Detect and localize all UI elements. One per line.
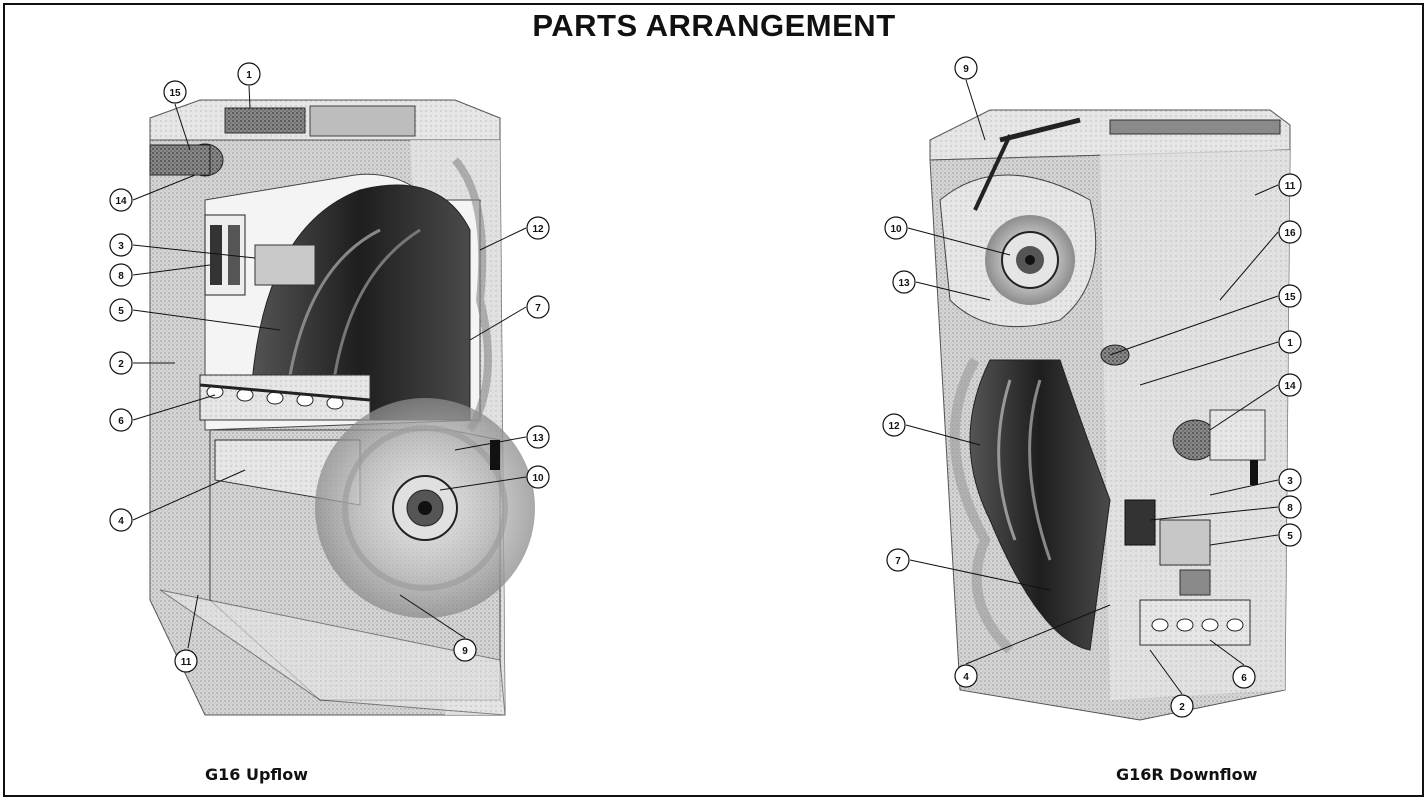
callout-label: 7: [535, 303, 541, 314]
callout-label: 12: [532, 224, 544, 235]
callout-label: 10: [532, 473, 544, 484]
callout-label: 6: [118, 416, 124, 427]
callout-label: 11: [1285, 181, 1296, 192]
callout-circle: [109, 298, 133, 322]
callout-label: 12: [888, 421, 900, 432]
callout-label: 14: [1284, 381, 1296, 392]
callout-label: 9: [462, 646, 468, 657]
callout-label: 7: [895, 556, 901, 567]
page-title: PARTS ARRANGEMENT: [532, 8, 896, 43]
callout-label: 3: [118, 241, 124, 252]
callout-label: 2: [118, 359, 124, 370]
caption-downflow: G16R Downflow: [1116, 765, 1258, 784]
callout-circle: [954, 664, 978, 688]
callout-label: 16: [1284, 228, 1296, 239]
callout-circle: [109, 188, 133, 212]
callout-label: 2: [1179, 702, 1185, 713]
callout-circle: [954, 56, 978, 80]
callout-circle: [882, 413, 906, 437]
callout-label: 8: [118, 271, 124, 282]
callout-circle: [1232, 665, 1256, 689]
callout-label: 4: [963, 672, 969, 683]
callout-label: 13: [898, 278, 910, 289]
callout-circle: [884, 216, 908, 240]
callout-circle: [1278, 173, 1302, 197]
callout-circle: [109, 351, 133, 375]
callout-label: 6: [1241, 673, 1247, 684]
upflow-furnace-illustration: [149, 99, 535, 716]
callout-circle: [109, 508, 133, 532]
callout-circle: [163, 80, 187, 104]
callout-circle: [526, 425, 550, 449]
callout-circle: [109, 408, 133, 432]
callout-circle: [237, 62, 261, 86]
callout-label: 5: [1287, 531, 1293, 542]
callout-circle: [1278, 330, 1302, 354]
callout-circle: [109, 233, 133, 257]
callout-circle: [1278, 284, 1302, 308]
callout-label: 8: [1287, 503, 1293, 514]
callout-circle: [1278, 468, 1302, 492]
callout-label: 13: [532, 433, 544, 444]
callout-circle: [1170, 694, 1194, 718]
callout-circle: [453, 638, 477, 662]
upflow-callouts: 15 1 14 12 3 8 5 7 2 6: [109, 62, 550, 673]
callout-label: 10: [890, 224, 902, 235]
callout-circle: [892, 270, 916, 294]
caption-upflow: G16 Upflow: [205, 765, 309, 784]
callout-circle: [1278, 495, 1302, 519]
downflow-furnace-illustration: [929, 109, 1291, 721]
callout-circle: [526, 465, 550, 489]
callout-label: 1: [1287, 338, 1293, 349]
callout-label: 4: [118, 516, 124, 527]
callout-label: 11: [181, 657, 192, 668]
callout-label: 3: [1287, 476, 1293, 487]
callout-circle: [886, 548, 910, 572]
callout-label: 15: [169, 88, 181, 99]
callout-label: 9: [963, 64, 969, 75]
callout-label: 5: [118, 306, 124, 317]
callout-circle: [174, 649, 198, 673]
callout-circle: [526, 216, 550, 240]
callout-circle: [1278, 373, 1302, 397]
callout-label: 15: [1284, 292, 1296, 303]
callout-circle: [1278, 220, 1302, 244]
callout-label: 1: [246, 70, 252, 81]
callout-circle: [526, 295, 550, 319]
callout-circle: [109, 263, 133, 287]
downflow-callouts: 9 11 10 16 13 15 1 14 12 3: [882, 56, 1302, 718]
callout-circle: [1278, 523, 1302, 547]
callout-label: 14: [115, 196, 127, 207]
